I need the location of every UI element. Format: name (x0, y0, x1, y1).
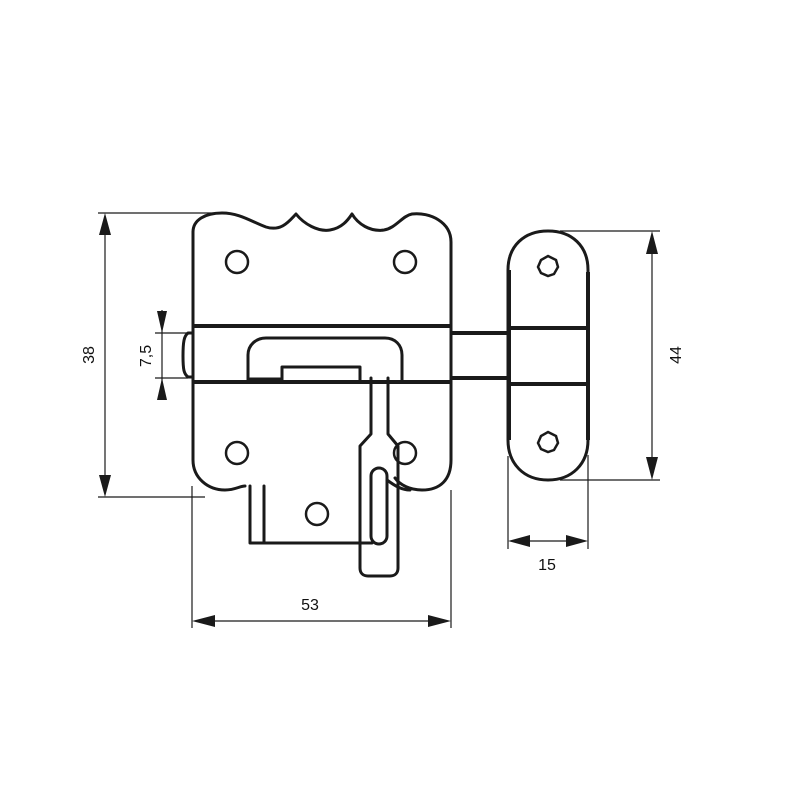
mounting-hole-bottom-center (304, 501, 330, 527)
mounting-hole-bottom-left (224, 440, 250, 466)
dimension-44: 44 (560, 230, 685, 481)
bolt-tip (181, 331, 195, 379)
back-plate (191, 211, 453, 545)
back-plate-outline (191, 211, 453, 492)
dimension-label-38: 38 (81, 346, 98, 364)
dimension-15: 15 (507, 455, 589, 574)
keeper-hex-hole-top (536, 254, 560, 278)
handle-lever (358, 376, 400, 578)
dimension-label-15: 15 (538, 557, 556, 574)
keeper (506, 229, 590, 482)
handle-lever-slot (369, 466, 389, 546)
mounting-hole-top-right (392, 249, 418, 275)
dimension-label-44: 44 (668, 346, 685, 364)
dimension-53: 53 (191, 486, 452, 628)
dimension-7-5: 7,5 (138, 310, 188, 400)
bolt (181, 324, 508, 578)
keeper-hex-hole-bottom (536, 430, 560, 454)
mounting-hole-top-left (224, 249, 250, 275)
dimension-38: 38 (81, 212, 222, 498)
dimension-label-53: 53 (301, 597, 319, 614)
back-plate-outline-left (191, 230, 247, 492)
plate-edge-behind-lever (385, 478, 412, 492)
handle-block (280, 365, 362, 384)
bolt-guide-tab (248, 484, 374, 545)
handle-channel (246, 336, 404, 384)
dimension-label-7-5: 7,5 (138, 345, 155, 367)
